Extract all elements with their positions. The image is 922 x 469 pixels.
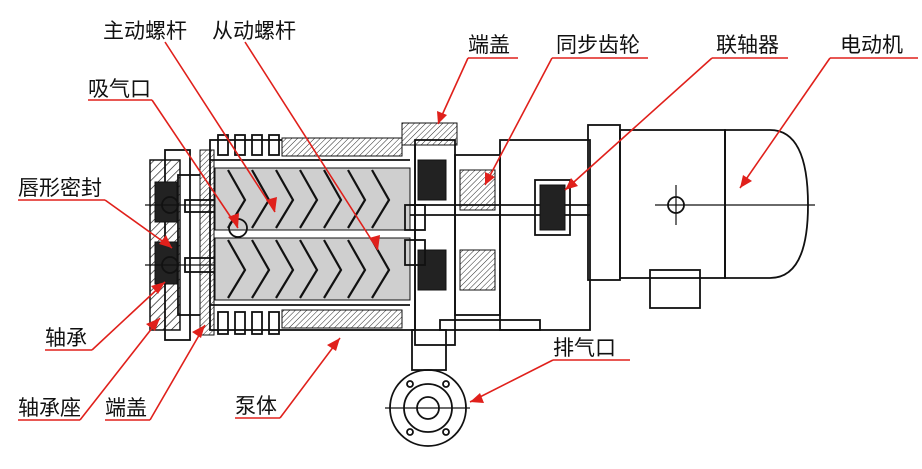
electric-motor	[587, 124, 815, 309]
label-end-cover-top: 端盖	[468, 33, 510, 57]
pump-body	[209, 134, 416, 335]
label-driven-screw: 从动螺杆	[212, 19, 296, 43]
label-sync-gear: 同步齿轮	[556, 33, 640, 57]
label-end-cover-left: 端盖	[105, 396, 147, 420]
leader-lines	[18, 41, 918, 421]
pump-drawing	[145, 122, 815, 447]
exhaust-port	[385, 329, 470, 447]
label-exhaust-port: 排气口	[553, 336, 616, 360]
label-pump-body: 泵体	[235, 394, 277, 418]
right-end-cover	[401, 122, 591, 346]
label-coupling: 联轴器	[716, 33, 779, 57]
label-driving-screw: 主动螺杆	[103, 19, 187, 43]
label-bearing: 轴承	[45, 326, 87, 350]
label-bearing-seat: 轴承座	[18, 396, 81, 420]
label-lip-seal: 唇形密封	[18, 176, 102, 200]
label-motor: 电动机	[840, 33, 903, 57]
left-end-cover	[145, 149, 226, 341]
labels: 主动螺杆 从动螺杆 吸气口 唇形密封 轴承 轴承座 端盖 泵体 端盖 同步齿轮 …	[18, 19, 903, 420]
label-suction-port: 吸气口	[88, 77, 151, 101]
